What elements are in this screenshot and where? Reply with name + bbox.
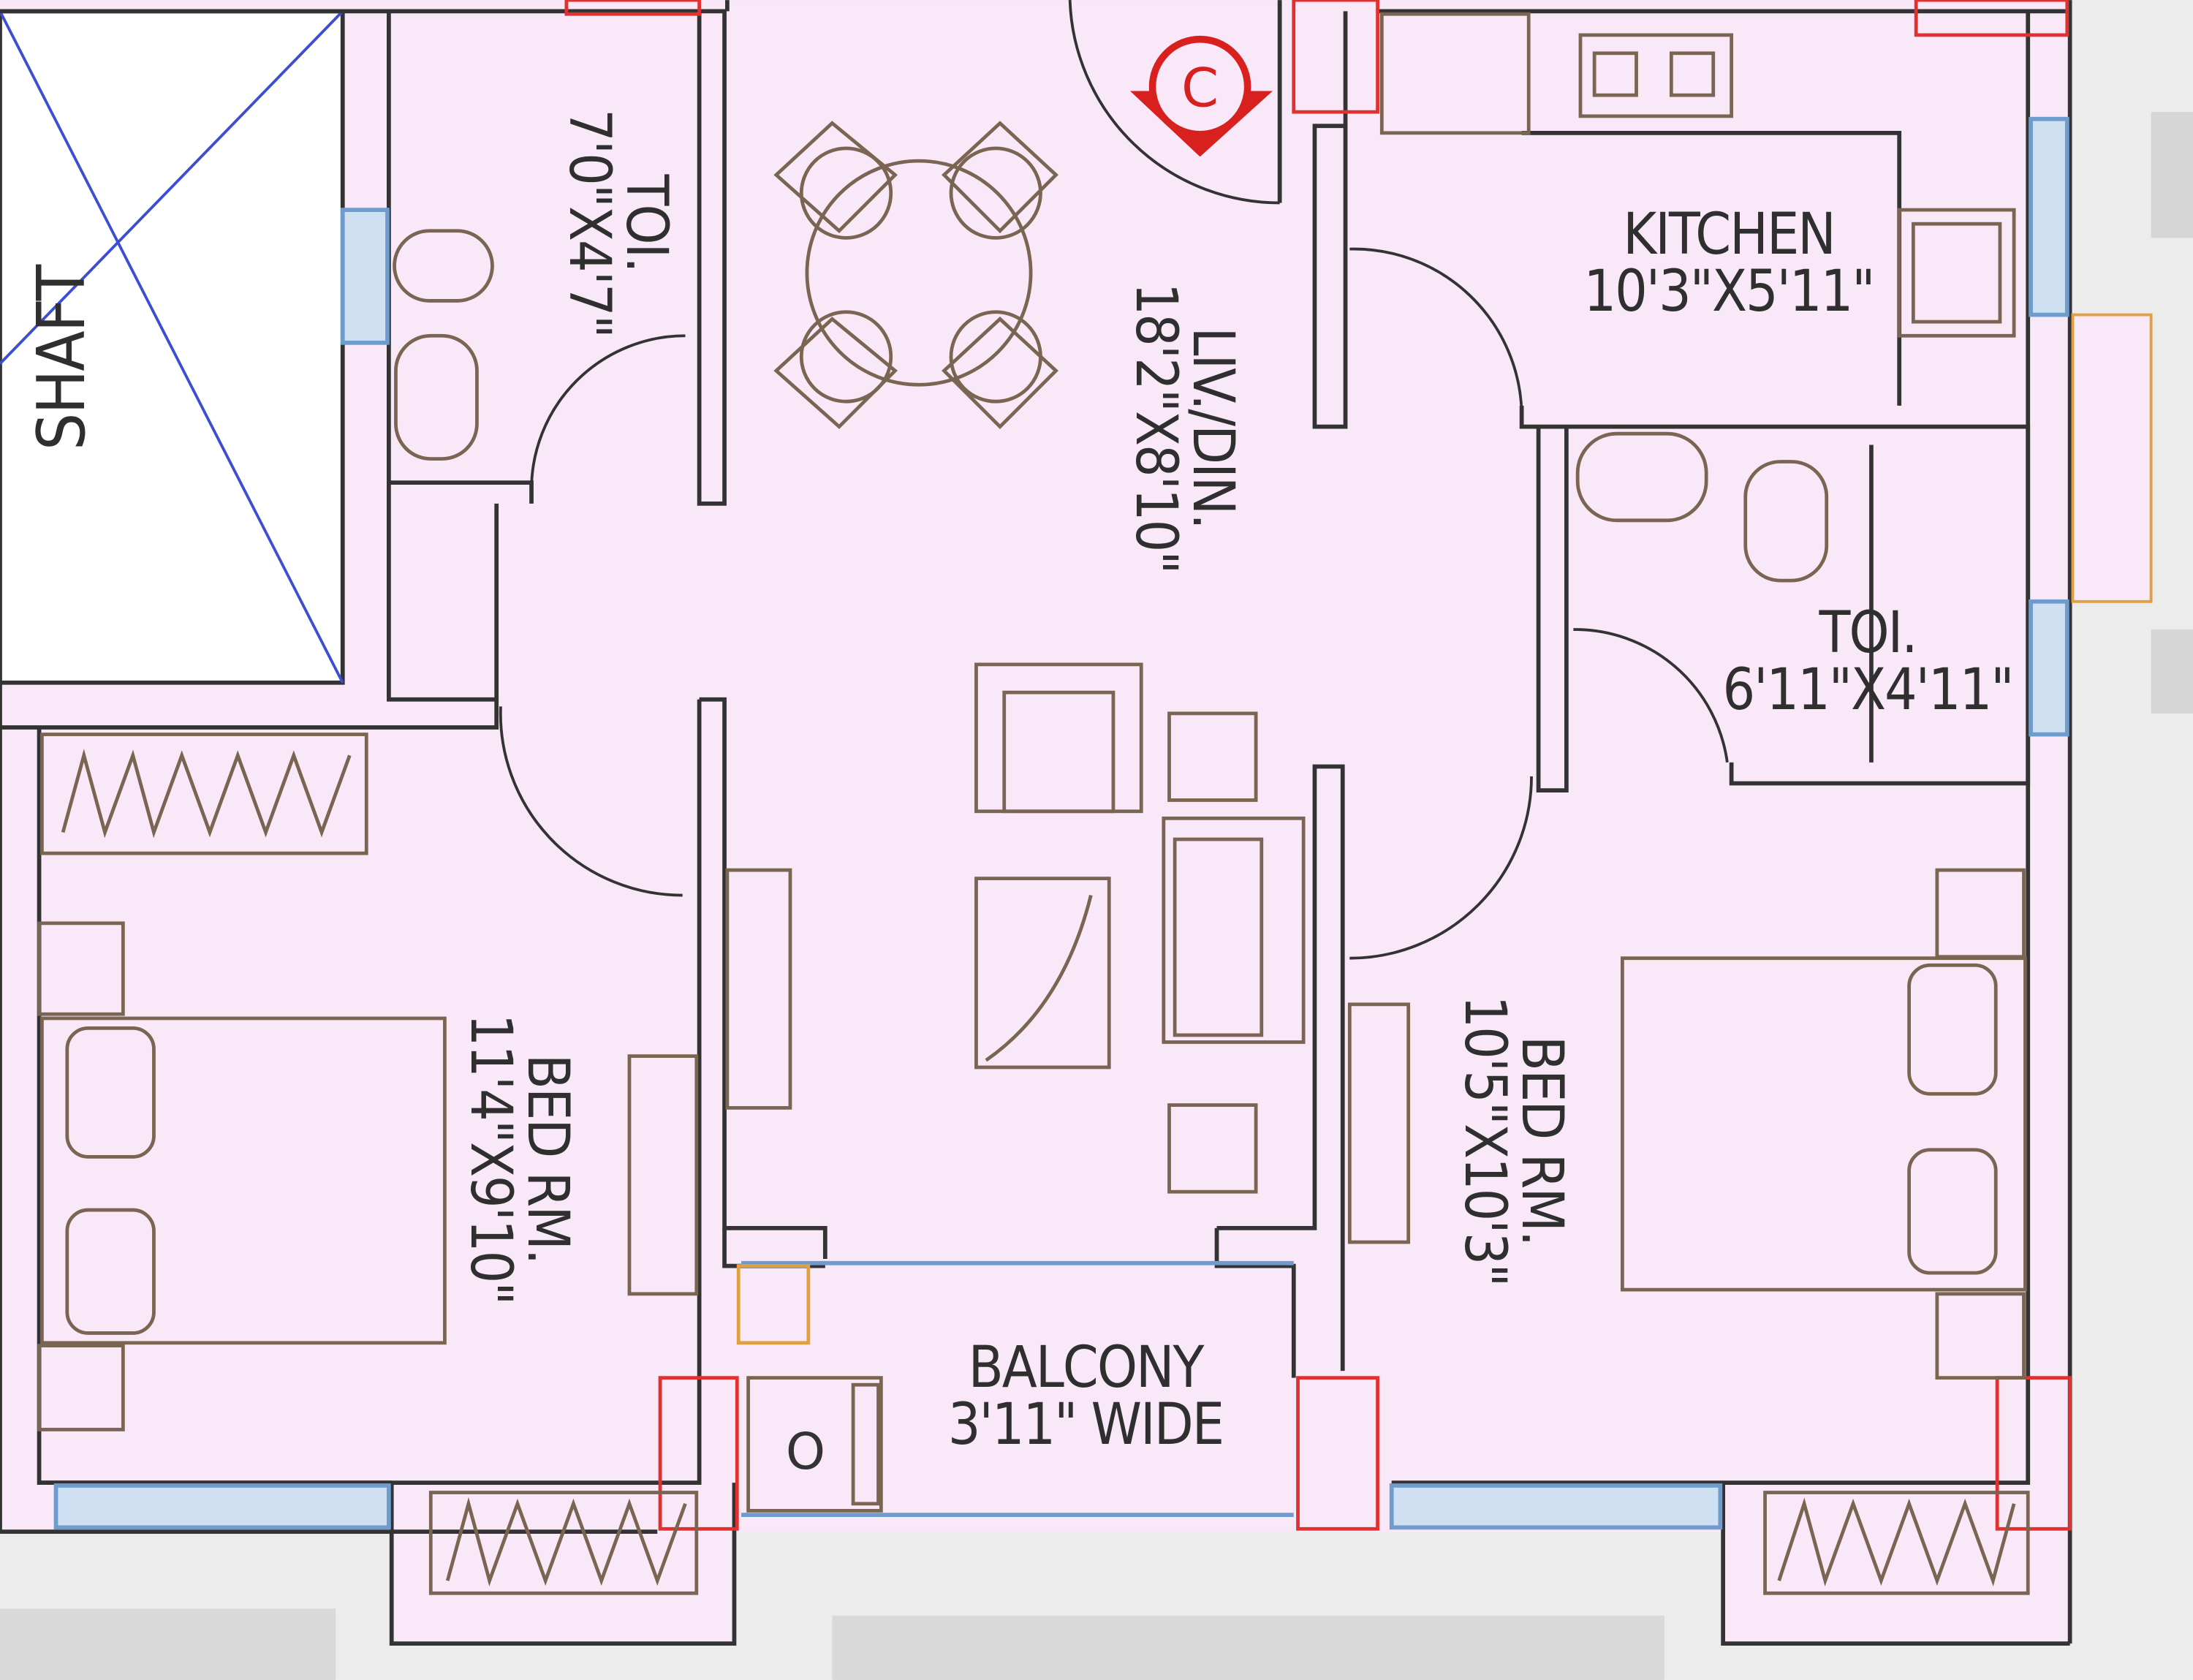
entry-marker-label: C <box>1181 58 1219 119</box>
walls <box>0 0 2072 1646</box>
room-label-bedroom-2: BED RM.10'5"X10'3" <box>1452 995 1575 1286</box>
wardrobes <box>40 733 2030 1595</box>
washing-machine <box>736 1264 883 1513</box>
exterior-ledge <box>2071 313 2153 603</box>
kitchen-fixtures <box>1379 12 2016 338</box>
room-label-toilet-1: TOI.7'0"X4'7" <box>556 109 679 337</box>
washer-label: O <box>786 1423 825 1481</box>
windows <box>53 116 2069 1530</box>
doors <box>499 0 1729 960</box>
columns <box>564 0 2072 1531</box>
bed-right <box>1620 868 2027 1380</box>
entry-marker: C <box>1129 35 1273 157</box>
room-label-toilet-2: TOI.6'11"X4'11" <box>1722 600 2015 723</box>
dining-set <box>773 121 1058 430</box>
sofa-set <box>974 662 1306 1194</box>
toilet-fixtures <box>393 229 1829 583</box>
room-label-shaft: SHAFT <box>23 265 100 451</box>
room-label-bedroom-1: BED RM.11'4"X9'10" <box>458 1013 580 1304</box>
room-label-living-dining: LIV./DIN.18'2"X8'10" <box>1123 282 1246 573</box>
bed-left <box>37 921 447 1431</box>
tv-units <box>627 868 1411 1296</box>
furniture <box>37 12 2030 1595</box>
